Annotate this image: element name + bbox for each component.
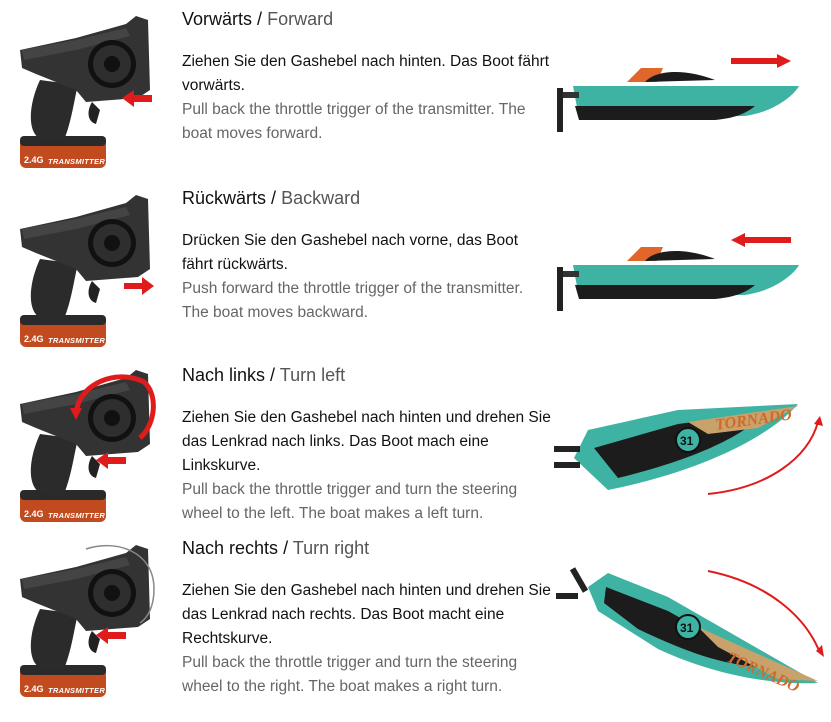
transmitter-label: TRANSMITTER — [48, 686, 105, 695]
text-english: Pull back the throttle trigger and turn … — [182, 481, 518, 522]
arrow-right-icon — [124, 277, 154, 295]
instruction-text: Nach rechts / Turn right Ziehen Sie den … — [182, 537, 552, 699]
text-english: Push forward the throttle trigger of the… — [182, 280, 524, 321]
arrow-left-icon — [122, 90, 152, 107]
heading: Nach links / Turn left — [182, 365, 346, 385]
heading: Nach rechts / Turn right — [182, 538, 370, 558]
boat-number: 31 — [680, 434, 694, 448]
section-turn-right: 2.4G TRANSMITTER Nach rechts / Turn righ… — [0, 537, 831, 722]
boat-number: 31 — [680, 621, 694, 635]
transmitter-image: 2.4G TRANSMITTER — [20, 195, 154, 347]
boat-top-image: 31 TORNADO — [554, 404, 823, 495]
heading: Rückwärts / Backward — [182, 188, 361, 208]
text-german: Drücken Sie den Gashebel nach vorne, das… — [182, 232, 519, 273]
section-backward: 2.4G TRANSMITTER Rückwärts / Backward Dr… — [0, 187, 831, 362]
curve-arrow-icon — [707, 570, 821, 654]
boat-top-image: 31 TORNADO — [556, 567, 824, 696]
transmitter-label: TRANSMITTER — [48, 336, 105, 345]
arrow-left-icon — [731, 233, 791, 247]
transmitter-badge: 2.4G — [24, 155, 44, 165]
curve-arrow-icon — [707, 421, 819, 495]
arrow-left-icon — [96, 452, 126, 469]
transmitter-badge: 2.4G — [24, 509, 44, 519]
transmitter-label: TRANSMITTER — [48, 157, 105, 166]
boat-side-image — [557, 54, 799, 132]
instruction-text: Nach links / Turn left Ziehen Sie den Ga… — [182, 364, 552, 526]
rotate-right-arrow-icon — [85, 545, 155, 624]
text-english: Pull back the throttle trigger and turn … — [182, 654, 518, 695]
rotate-left-arrow-icon — [73, 374, 156, 440]
text-english: Pull back the throttle trigger of the tr… — [182, 101, 526, 142]
transmitter-image: 2.4G TRANSMITTER — [20, 16, 152, 168]
section-turn-left: 2.4G TRANSMITTER Nach links / Turn left … — [0, 364, 831, 539]
transmitter-label: TRANSMITTER — [48, 511, 105, 520]
heading: Vorwärts / Forward — [182, 9, 334, 29]
arrow-left-icon — [96, 627, 126, 644]
transmitter-badge: 2.4G — [24, 334, 44, 344]
text-german: Ziehen Sie den Gashebel nach hinten. Das… — [182, 53, 550, 94]
instruction-text: Rückwärts / Backward Drücken Sie den Gas… — [182, 187, 552, 325]
text-german: Ziehen Sie den Gashebel nach hinten und … — [182, 582, 551, 647]
boat-side-image — [557, 233, 799, 311]
section-forward: 2.4G TRANSMITTER Vorwärts / Forward Zieh… — [0, 8, 831, 183]
transmitter-image: 2.4G TRANSMITTER — [20, 545, 155, 697]
transmitter-image: 2.4G TRANSMITTER — [20, 370, 156, 522]
transmitter-badge: 2.4G — [24, 684, 44, 694]
text-german: Ziehen Sie den Gashebel nach hinten und … — [182, 409, 551, 474]
instruction-text: Vorwärts / Forward Ziehen Sie den Gasheb… — [182, 8, 552, 146]
